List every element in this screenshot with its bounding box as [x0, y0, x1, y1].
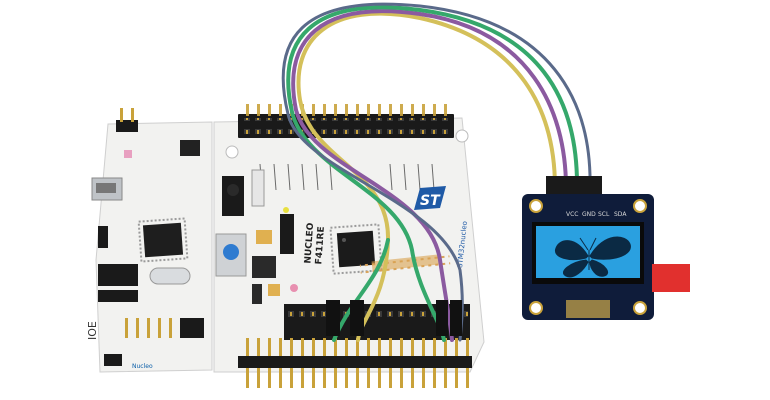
- red-tab: [652, 264, 690, 292]
- crystal-strip: [371, 254, 443, 272]
- bottom-morpho-header: [238, 356, 472, 368]
- usb-connector: [91, 177, 123, 201]
- regulator: [252, 256, 276, 278]
- stlink-chip: [180, 140, 200, 156]
- crystal: [149, 267, 191, 285]
- mounting-hole: [633, 199, 647, 213]
- jumper-block: [98, 264, 138, 286]
- oled-connector: [546, 176, 602, 196]
- svg-text:NUCLEO: NUCLEO: [303, 222, 316, 264]
- mounting-hole: [225, 145, 239, 159]
- stlink-mcu: [137, 217, 189, 263]
- bottom-pins-tips: [240, 372, 472, 388]
- led: [124, 150, 132, 158]
- mounting-hole: [633, 301, 647, 315]
- main-mcu: [329, 223, 383, 275]
- wire-yellow: [296, 11, 557, 342]
- nucleo-board: IOE Nucleo NUCLEO F411RE ST: [86, 104, 485, 388]
- model-label: NUCLEO F411RE: [303, 222, 327, 265]
- oled-ribbon: [566, 300, 610, 318]
- led: [283, 207, 289, 213]
- jumper: [98, 226, 108, 248]
- svg-text:ST: ST: [420, 193, 441, 209]
- wire-connectors-board: [326, 300, 462, 336]
- butterfly-image: [554, 236, 631, 278]
- wire-blue: [281, 2, 592, 342]
- component: [252, 284, 262, 304]
- reset-button: [222, 176, 244, 216]
- silkscreen-lines: [259, 163, 435, 191]
- led: [290, 284, 298, 292]
- brand-small: Nucleo: [132, 363, 153, 370]
- st-logo: ST: [414, 186, 446, 210]
- jumper-wires: [281, 2, 592, 342]
- top-header-sockets: [240, 118, 452, 134]
- capacitor: [256, 230, 272, 244]
- pin-label-vcc: VCC: [566, 211, 578, 218]
- pin-label-scl: SCL: [598, 211, 610, 218]
- svg-text:F411RE: F411RE: [314, 226, 327, 265]
- jumper-block: [98, 290, 138, 302]
- capacitor: [268, 284, 280, 296]
- switch: [251, 169, 265, 207]
- jumper: [280, 214, 294, 254]
- mounting-hole: [529, 301, 543, 315]
- mounting-hole: [455, 129, 469, 143]
- mounting-hole: [529, 199, 543, 213]
- left-label: IOE: [86, 321, 99, 340]
- jumper: [180, 318, 204, 338]
- small-header: [116, 120, 138, 132]
- wire-purple: [291, 9, 568, 342]
- pin-label-sda: SDA: [614, 211, 627, 218]
- user-button: [215, 233, 247, 277]
- top-header-pins: [240, 104, 452, 116]
- oled-module: VCC GND SCL SDA: [522, 176, 690, 320]
- pin-label-gnd: GND: [582, 211, 596, 218]
- wire-green: [286, 5, 580, 342]
- jumper: [104, 354, 122, 366]
